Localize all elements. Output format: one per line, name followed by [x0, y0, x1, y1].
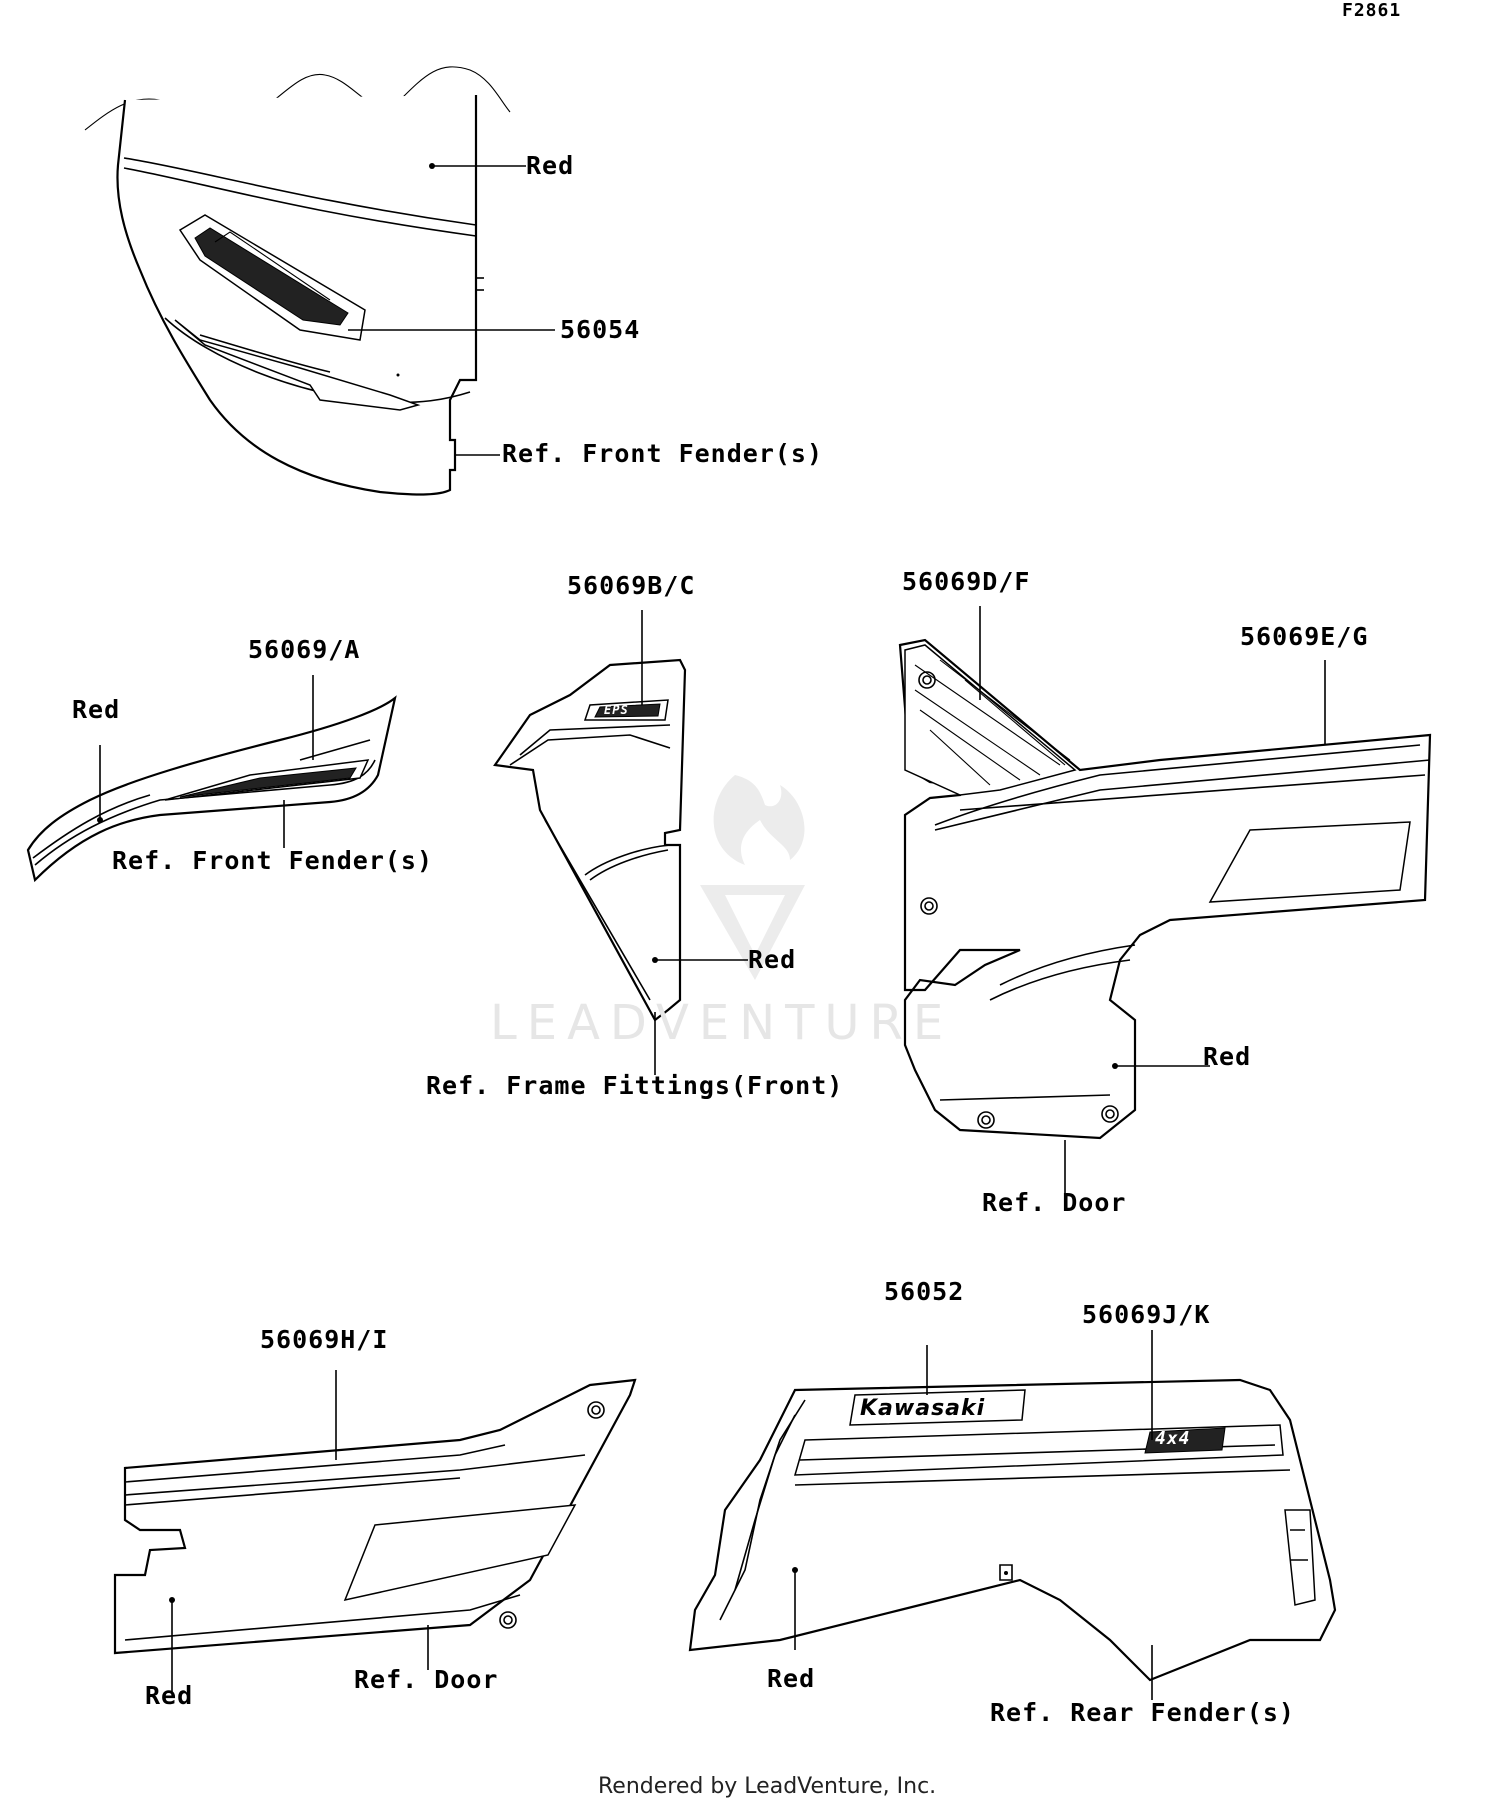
label-door-front-stripe-part-number: 56069E/G: [1240, 622, 1369, 651]
watermark-text: LEADVENTURE: [490, 995, 954, 1051]
label-rear-fender-stripe-part-number: 56069J/K: [1082, 1300, 1211, 1329]
rear-fender-panel: [688, 1378, 1337, 1682]
frame-fitting-panel: [493, 658, 687, 1022]
rear-door-panel: [113, 1378, 637, 1655]
label-frame-ref: Ref. Frame Fittings(Front): [426, 1071, 844, 1100]
label-frame-part-number: 56069B/C: [567, 571, 696, 600]
label-hood-ref: Ref. Front Fender(s): [502, 439, 824, 468]
watermark-logo: [700, 775, 805, 980]
label-door-rear-ref: Ref. Door: [354, 1665, 499, 1694]
label-door-front-red: Red: [1203, 1042, 1252, 1071]
label-rear-fender-red: Red: [767, 1664, 816, 1693]
label-door-front-ref: Ref. Door: [982, 1188, 1127, 1217]
kawasaki-logo-text: Kawasaki: [860, 1396, 986, 1421]
label-door-rear-part-number: 56069H/I: [260, 1325, 389, 1354]
label-rear-fender-ref: Ref. Rear Fender(s): [990, 1698, 1295, 1727]
four-by-four-badge-text: 4x4: [1155, 1428, 1191, 1449]
front-door-panel: [898, 638, 1432, 1140]
label-door-rear-red: Red: [145, 1681, 194, 1710]
footer-credit: Rendered by LeadVenture, Inc.: [598, 1774, 937, 1799]
label-hood-red: Red: [526, 151, 575, 180]
eps-badge-text: EPS: [604, 703, 629, 717]
label-front-fender-ref: Ref. Front Fender(s): [112, 846, 434, 875]
label-door-front-upper-part-number: 56069D/F: [902, 567, 1031, 596]
front-fender-panel: [26, 695, 397, 883]
label-frame-red: Red: [748, 945, 797, 974]
label-hood-part-number: 56054: [560, 315, 641, 344]
label-rear-fender-logo-part-number: 56052: [884, 1277, 965, 1306]
label-front-fender-red: Red: [72, 695, 121, 724]
figure-id: F2861: [1342, 0, 1402, 21]
label-front-fender-part-number: 56069/A: [248, 635, 361, 664]
hood-panel: [84, 66, 511, 496]
